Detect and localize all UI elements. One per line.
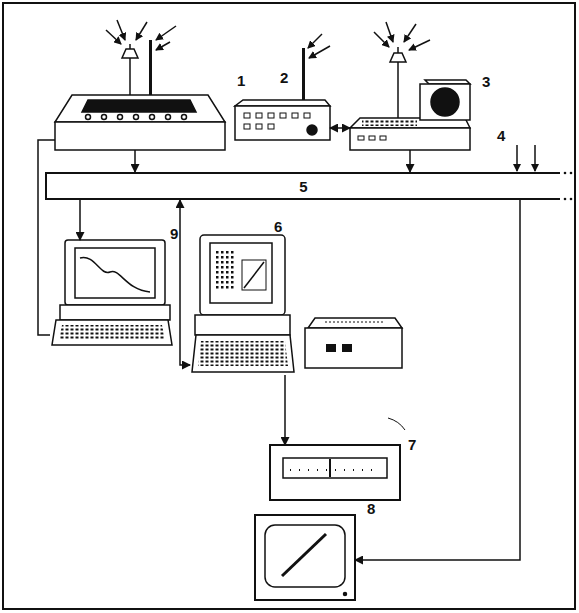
- signal-line: [330, 127, 350, 129]
- data-bus: 5: [45, 172, 560, 200]
- control-computer: 6: [190, 235, 295, 375]
- callout-number: 7: [408, 437, 416, 452]
- callout-number: 3: [482, 74, 490, 89]
- signal-line: [355, 200, 520, 560]
- panel-meter: 7: [270, 445, 400, 500]
- callout-number: 9: [170, 226, 178, 241]
- callout-number: 5: [299, 179, 307, 194]
- analysis-computer: 9: [50, 240, 170, 345]
- signal-line: [284, 375, 286, 445]
- callout-number: 1: [237, 73, 245, 88]
- callout-number: 4: [497, 128, 505, 143]
- signal-line: [79, 200, 81, 240]
- signal-line: [180, 200, 190, 365]
- chart-recorder: 8: [255, 515, 355, 600]
- transmitter-unit: 2: [235, 100, 330, 140]
- callout-number: 6: [274, 219, 282, 234]
- workstation-unit: 3: [350, 80, 470, 150]
- signal-line: [38, 140, 55, 335]
- signal-line: [134, 150, 136, 172]
- callout-number: 8: [367, 501, 375, 516]
- callout-number: 2: [280, 70, 288, 85]
- signal-line: [409, 150, 411, 172]
- receiver-unit: 1: [55, 95, 225, 150]
